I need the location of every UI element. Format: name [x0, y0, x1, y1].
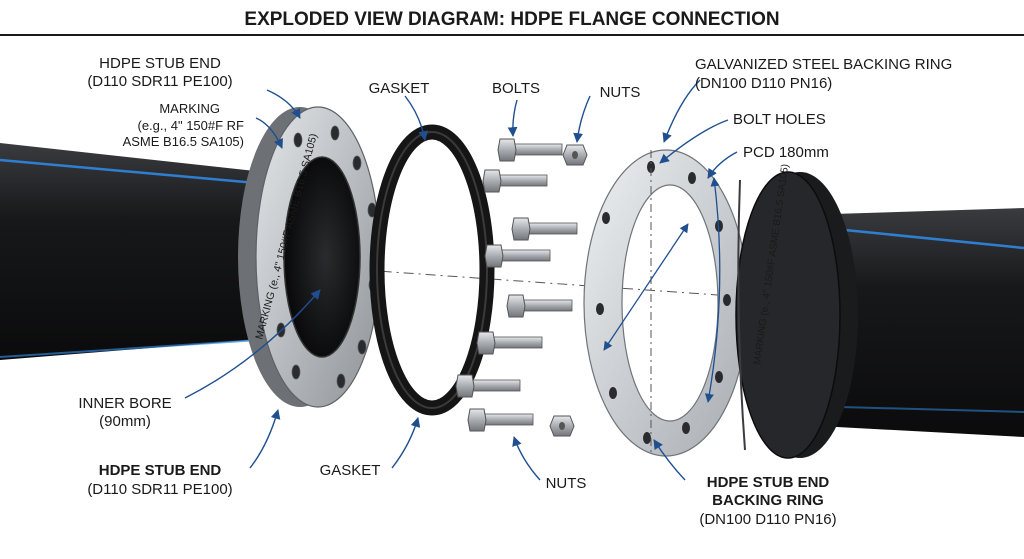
label-pcd: PCD 180mm	[743, 144, 829, 161]
bolt	[484, 244, 551, 268]
bolt	[511, 217, 578, 241]
label-nuts-bottom: NUTS	[546, 475, 587, 492]
nut-bottom	[549, 415, 575, 437]
label-gasket-bottom: GASKET	[320, 462, 381, 479]
label-nuts-top: NUTS	[600, 84, 641, 101]
title-bar: EXPLODED VIEW DIAGRAM: HDPE FLANGE CONNE…	[0, 0, 1024, 36]
label-gasket-top: GASKET	[369, 80, 430, 97]
right-stub-end-flange: MARKING (e., 4" 150#F ASME B16.5 SA105)	[735, 163, 858, 459]
inner-bore	[283, 156, 361, 358]
diagram-title: EXPLODED VIEW DIAGRAM: HDPE FLANGE CONNE…	[244, 9, 779, 30]
left-pipe	[0, 143, 300, 360]
label-stub-end-bottom-spec: (D110 SDR11 PE100)	[87, 481, 232, 498]
bolt	[506, 294, 573, 318]
label-marking: MARKING	[159, 101, 220, 116]
label-stub-end-top: HDPE STUB END	[99, 55, 221, 72]
label-backing-ring: GALVANIZED STEEL BACKING RING	[695, 56, 952, 73]
left-pipe-stripe	[0, 158, 291, 188]
backing-ring	[583, 149, 749, 457]
bolts	[455, 138, 578, 432]
label-stub-backing-spec: (DN100 D110 PN16)	[699, 511, 836, 528]
label-inner-bore: INNER BORE	[78, 395, 171, 412]
left-stub-end-flange: MARKING (e., 4" 150#F ASME B16.5 SA105)	[238, 106, 381, 408]
label-stub-end-bottom: HDPE STUB END	[99, 462, 222, 479]
bolt	[455, 374, 521, 398]
gasket	[369, 124, 495, 416]
labels: HDPE STUB END (D110 SDR11 PE100) MARKING…	[78, 55, 952, 528]
label-inner-bore-size: (90mm)	[99, 413, 151, 430]
pcd-dimension	[603, 223, 689, 351]
bolt	[482, 169, 548, 193]
label-marking-standard: ASME B16.5 SA105)	[123, 134, 244, 149]
nut-top	[562, 144, 588, 166]
label-bolts: BOLTS	[492, 80, 540, 97]
label-bolt-holes: BOLT HOLES	[733, 111, 826, 128]
bolt	[476, 331, 543, 355]
bolt	[467, 408, 534, 432]
label-stub-end-top-spec: (D110 SDR11 PE100)	[87, 73, 232, 90]
label-backing-ring-spec: (DN100 D110 PN16)	[695, 75, 832, 92]
leader-lines	[184, 79, 738, 481]
label-marking-example: (e.g., 4" 150#F RF	[138, 118, 245, 133]
label-stub-backing-ring: BACKING RING	[712, 492, 824, 509]
bolt	[497, 138, 563, 162]
label-stub-backing: HDPE STUB END	[707, 474, 830, 491]
